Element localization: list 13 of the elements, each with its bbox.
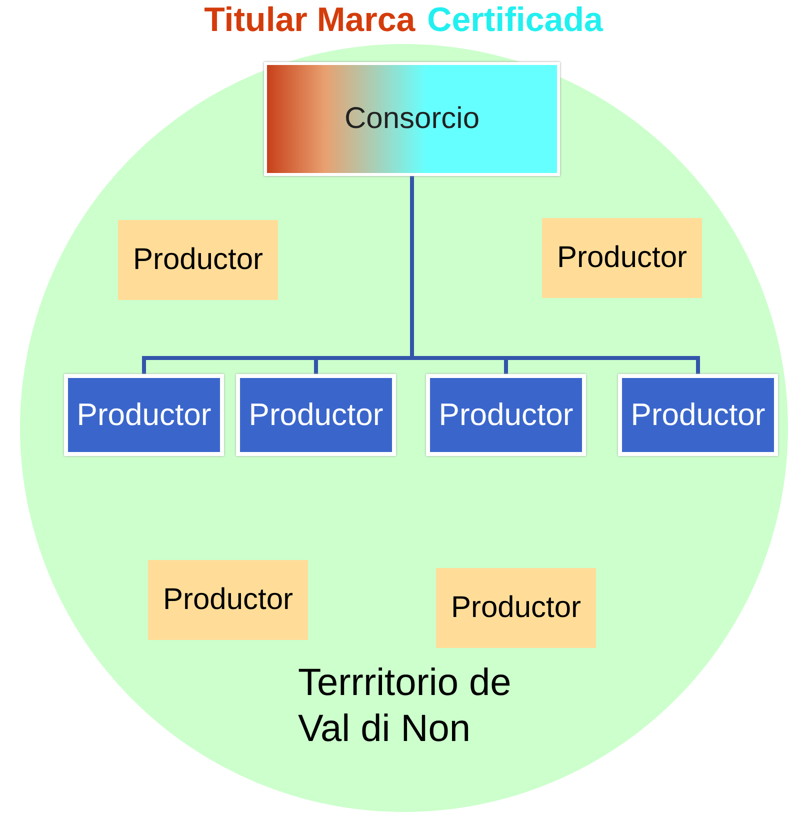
connector-line	[410, 176, 700, 374]
member-box: Productor	[236, 374, 396, 456]
region-label: Terrritorio de Val di Non	[298, 661, 512, 752]
title-text: Certificada	[427, 0, 603, 40]
member-box: Productor	[618, 374, 778, 456]
member-box: Productor	[148, 560, 308, 640]
title-text: Titular Marca	[204, 0, 416, 40]
member-box: Productor	[426, 374, 586, 456]
organization-box: Consorcio	[264, 62, 560, 176]
member-box: Productor	[542, 218, 702, 298]
member-box: Productor	[118, 220, 278, 300]
member-box: Productor	[436, 568, 596, 648]
member-box: Productor	[64, 374, 224, 456]
